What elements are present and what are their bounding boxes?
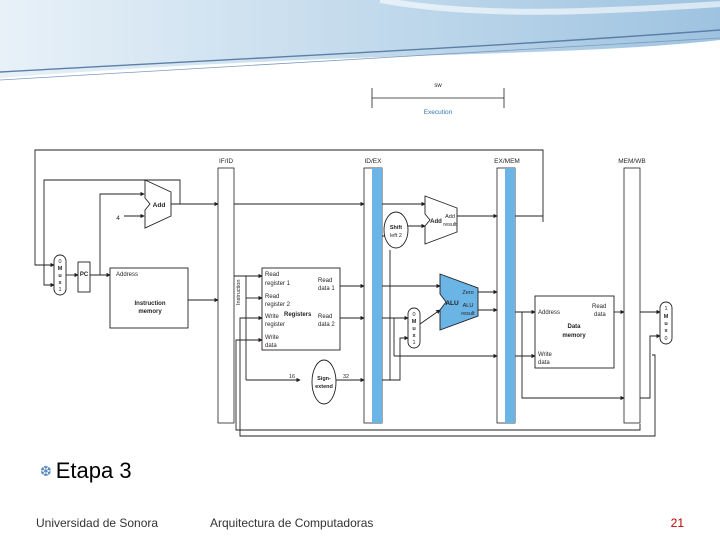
page-number: 21 [670,516,684,530]
register-file: Read register 1 Read register 2 Write re… [261,267,341,351]
wb-mux-text-3: x [664,328,668,334]
branch-adder-result2: result [443,222,457,228]
exmem-label: EX/MEM [494,158,520,165]
ifid-label: IF/ID [219,158,233,165]
alu-mux-text-3: x [412,333,416,339]
regfile-read-reg2-a: Read [265,294,279,300]
stage-top-label: sw [434,83,442,89]
pc-label: PC [80,272,89,278]
instruction-memory-title1: Instruction [135,301,166,307]
bullet-icon: ❆ [40,462,52,479]
memwb-label: MEM/WB [618,158,645,165]
alu-mux-text-0: 0 [412,312,415,318]
instruction-memory-address: Address [116,272,138,278]
exmem-highlight [505,168,515,423]
branch-adder-result1: Add [445,214,455,220]
diagram-background [16,80,688,442]
wb-mux-text-4: 0 [664,336,667,342]
sign-extend-label1: Sign- [317,376,331,382]
regfile-read-reg1-b: register 1 [265,281,291,287]
instruction-memory-title2: memory [138,309,162,315]
instruction-bus-label: Instruction [236,280,242,305]
data-memory-write-b: data [538,360,550,366]
alu-mux-text-1: M [412,319,417,325]
pc-mux-text-1: M [58,266,63,272]
alu-src-mux: 0 M u x 1 [407,307,421,349]
regfile-read-data1-a: Read [318,278,332,284]
footer-course: Arquitectura de Computadoras [210,516,374,530]
alu-mux-text-4: 1 [412,340,415,346]
regfile-write-reg-a: Write [265,314,280,320]
shift-left-unit: Shift left 2 [383,211,409,249]
shift-label1: Shift [390,225,402,231]
pc-mux-text-3: x [58,280,62,286]
regfile-write-data-b: data [265,343,277,349]
data-memory-write-a: Write [538,352,553,358]
pc-adder-label: Add [153,202,166,209]
wb-mux-text-0: 1 [664,306,667,312]
memwb-register [623,167,641,424]
alu-name: ALU [445,300,459,307]
regfile-write-data-a: Write [265,335,280,341]
alu-unit: ALU Zero ALU result [439,273,479,331]
instruction-memory: Address Instruction memory [109,267,189,329]
regfile-read-data2-b: data 2 [318,322,335,328]
footer-university: Universidad de Sonora [36,516,159,530]
regfile-title: Registers [284,312,312,318]
writeback-mux: 1 M u x 0 [659,301,673,345]
idex-label: ID/EX [365,158,383,165]
regfile-read-data1-b: data 1 [318,286,335,292]
regfile-read-reg1-a: Read [265,272,279,278]
sign-extend-label2: extend [315,384,333,390]
alu-zero: Zero [462,290,473,296]
branch-adder-add: Add [430,219,442,225]
pc-mux: 0 M u x 1 [53,254,67,296]
pc-adder: Add [144,179,172,229]
const-four-label: 4 [116,215,120,222]
wires [34,149,661,437]
data-memory: Address Read data Data memory Write data [534,295,615,369]
pc-mux-text-0: 0 [58,259,61,265]
pc-register: PC [77,261,91,293]
bullet-item: ❆ Etapa 3 [40,458,132,484]
ifid-register [217,167,235,424]
bullet-text: Etapa 3 [55,458,132,483]
shift-label2: left 2 [390,233,402,239]
sign-extend-unit: Sign- extend 16 32 [289,359,349,405]
idex-highlight [372,168,382,423]
stage-name-label: Execution [424,109,453,116]
wb-mux-text-1: M [664,314,669,320]
data-memory-address: Address [538,310,560,316]
wb-mux-text-2: u [664,321,667,327]
regfile-read-data2-a: Read [318,314,332,320]
top-decoration [0,0,720,81]
alu-result1: ALU [463,303,474,309]
alu-mux-text-2: u [412,326,415,332]
sign-extend-out-bits: 32 [343,374,349,380]
pc-mux-text-2: u [58,273,61,279]
pc-mux-text-4: 1 [58,287,61,293]
branch-adder: Add Add result [424,195,458,245]
regfile-read-reg2-b: register 2 [265,302,291,308]
data-memory-title2: memory [562,333,586,339]
data-memory-read-b: data [594,312,606,318]
regfile-write-reg-b: register [265,322,285,328]
data-memory-read-a: Read [592,304,606,310]
sign-extend-in-bits: 16 [289,374,295,380]
alu-result2: result [461,311,475,317]
stage-header: sw Execution [371,83,505,116]
data-memory-title1: Data [567,324,581,330]
